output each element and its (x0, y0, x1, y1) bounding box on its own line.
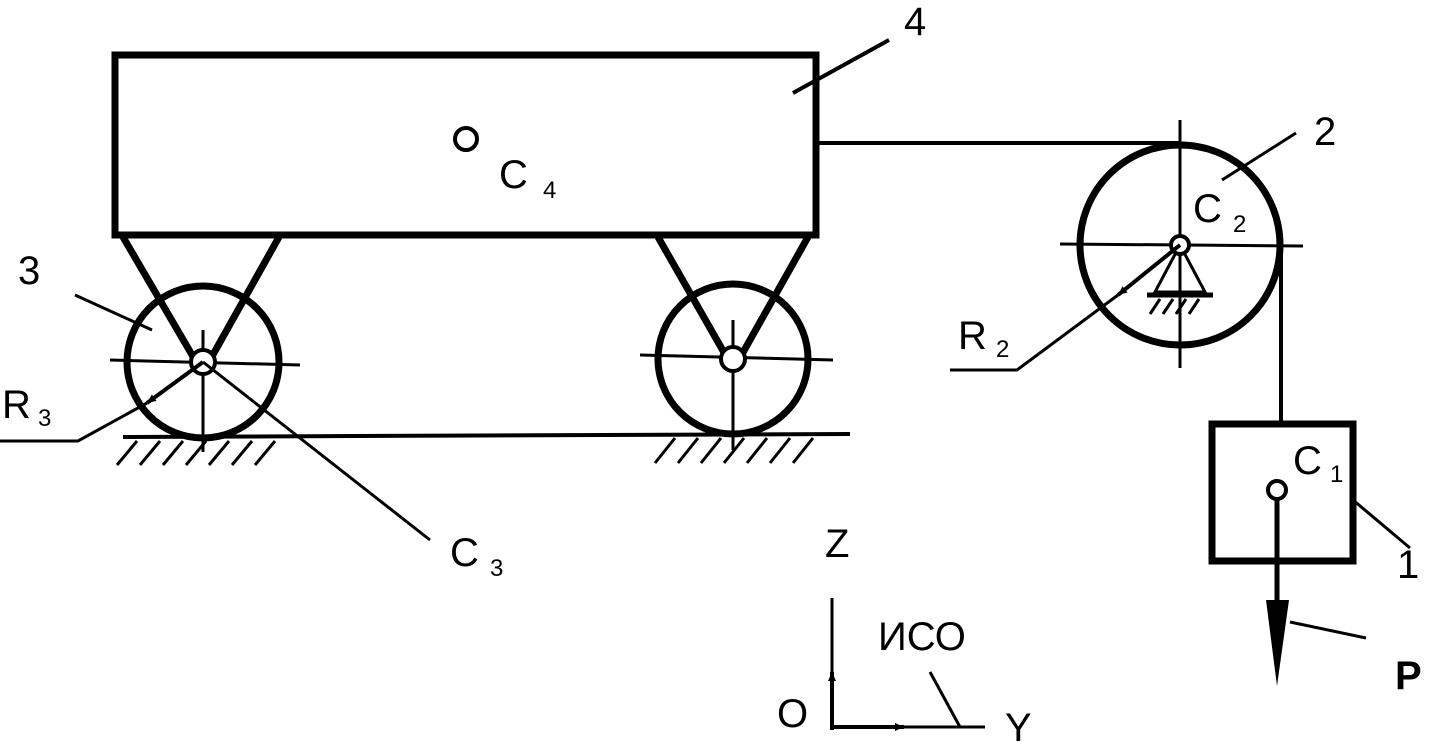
reference-frame (828, 598, 985, 731)
label-c1: C (1293, 439, 1322, 483)
c3-leader (202, 360, 431, 542)
left-wheel-3 (109, 235, 431, 542)
label-c4: C (499, 153, 528, 197)
label-4: 4 (904, 0, 926, 44)
leader-1 (1352, 498, 1411, 550)
leader-3 (74, 293, 153, 332)
r3-radius-arrow (145, 360, 205, 405)
label-c3: C (450, 531, 479, 575)
ground (115, 432, 851, 466)
r2-radius-arrow (1116, 243, 1182, 297)
label-axis-y: Y (1005, 706, 1032, 744)
c4-center-marker (453, 126, 479, 152)
label-origin: O (777, 692, 808, 736)
label-c3-sub: 3 (490, 555, 503, 582)
force-p-arrow (1266, 600, 1289, 686)
label-r2-sub: 2 (996, 336, 1009, 363)
label-r3-sub: 3 (38, 405, 51, 432)
leader-2 (1221, 131, 1297, 182)
frame-leader (928, 671, 962, 728)
right-wheel (639, 235, 834, 450)
leader-4 (792, 38, 890, 95)
label-2: 2 (1314, 110, 1336, 154)
label-1: 1 (1397, 543, 1419, 587)
label-3: 3 (18, 249, 40, 293)
c1-center-marker (1266, 479, 1288, 501)
label-c4-sub: 4 (543, 177, 556, 204)
label-c2-sub: 2 (1233, 211, 1246, 238)
label-force-p: P (1395, 654, 1422, 698)
label-c1-sub: 1 (1330, 461, 1343, 488)
leader-r2 (950, 293, 1119, 372)
pulley-support (1147, 241, 1213, 315)
cart-body-4 (111, 51, 820, 239)
leader-p (1289, 620, 1367, 640)
label-r2: R (958, 314, 987, 358)
leader-r3 (0, 401, 148, 443)
pulley-2 (1059, 120, 1304, 368)
label-r3: R (2, 383, 31, 427)
label-c2: C (1193, 187, 1222, 231)
label-axis-z: Z (825, 522, 849, 566)
label-frame: ИСО (878, 615, 966, 659)
load-1 (1208, 420, 1357, 686)
right-axle (719, 345, 747, 373)
